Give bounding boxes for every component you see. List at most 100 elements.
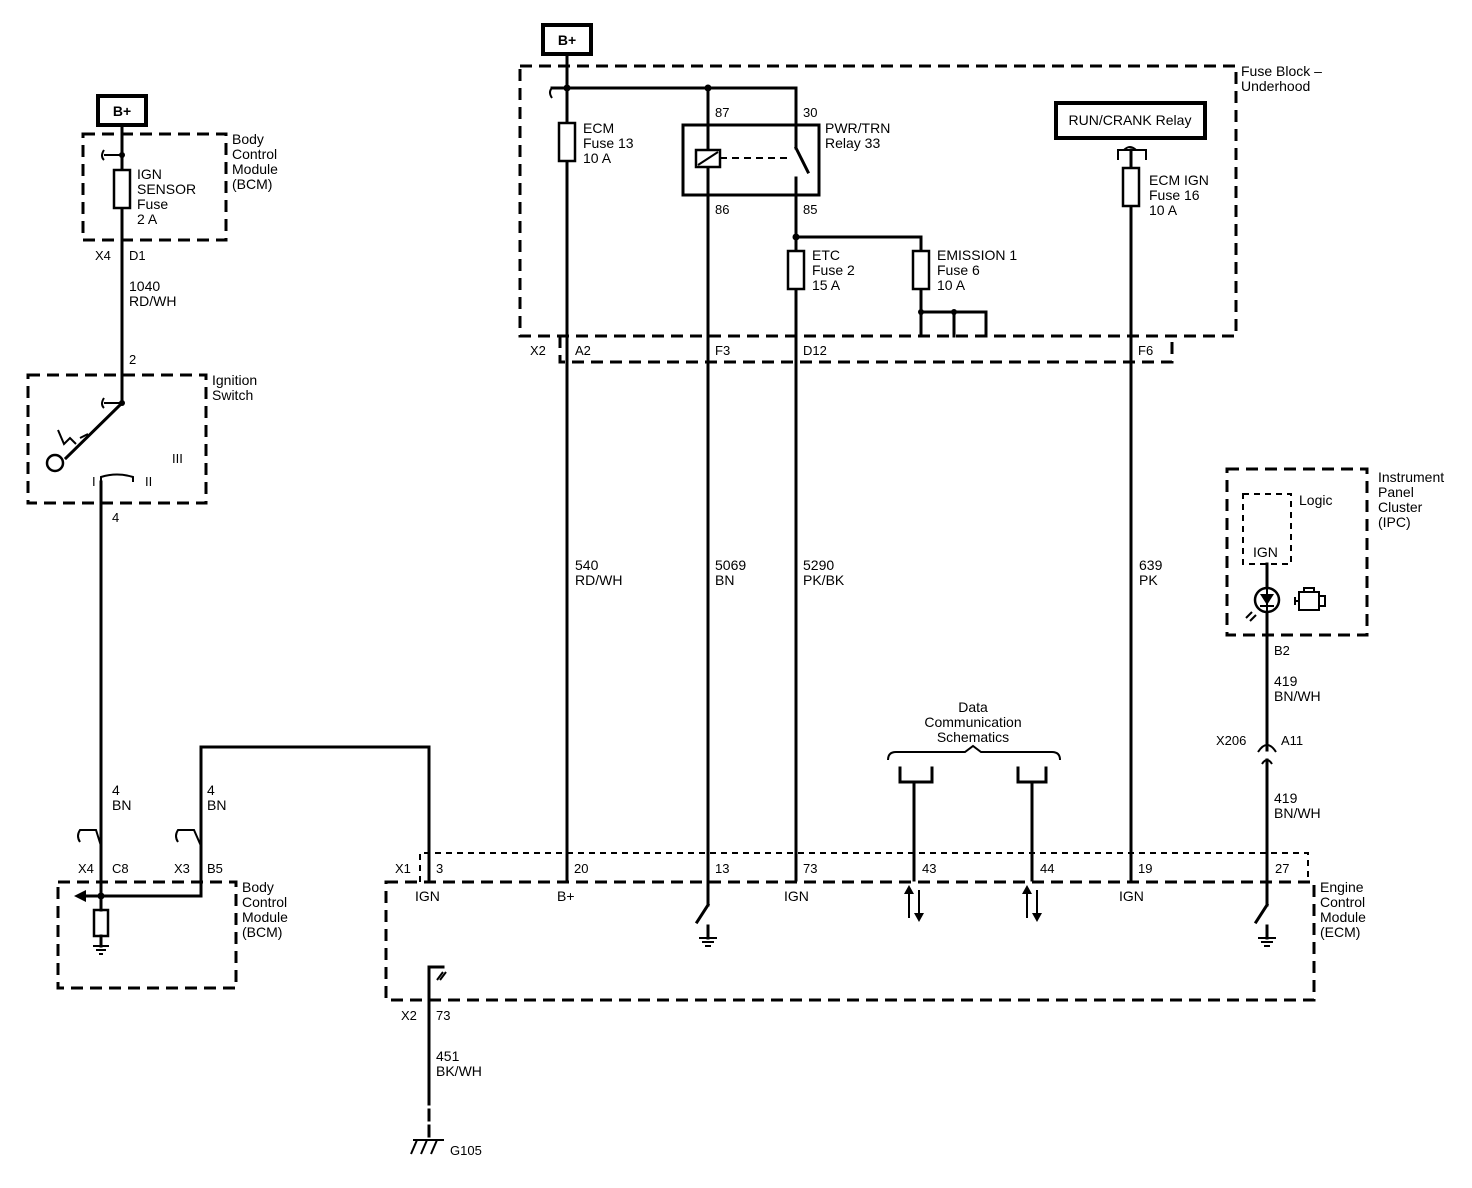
ecm-ign-fuse-name: ECM IGN (1149, 172, 1209, 188)
fuse-block-pin-f6: F6 (1138, 343, 1153, 358)
ecm-pin-43: 43 (922, 861, 936, 876)
fuse-block-underhood: Fuse Block – Underhood ECM Fuse 13 10 A … (518, 63, 1322, 882)
inline-connector-x206 (1257, 744, 1277, 753)
data-communication-reference: Data Communication Schematics (887, 699, 1061, 882)
ipc-ign-label: IGN (1253, 544, 1278, 560)
wire-4b-color: BN (207, 797, 226, 813)
ecm-name-3: Module (1320, 909, 1366, 925)
wire-5069-color: BN (715, 572, 734, 588)
bplus-left-label: B+ (113, 103, 131, 119)
relay-number: Relay 33 (825, 135, 880, 151)
ignition-switch-pin-bottom: 4 (112, 510, 119, 525)
ecm-connector-x2: X2 (401, 1008, 417, 1023)
ecm-fuse-name: ECM (583, 120, 614, 136)
ign-sensor-fuse-line4: 2 A (137, 211, 158, 227)
bcm-top-pin: D1 (129, 248, 146, 263)
fuse-block-name-2: Underhood (1241, 78, 1310, 94)
fuse-block-name-1: Fuse Block – (1241, 63, 1322, 79)
wire-639-color: PK (1139, 572, 1158, 588)
run-crank-relay-label: RUN/CRANK Relay (1069, 112, 1192, 128)
data-arrows-44-icon (1022, 885, 1042, 922)
bcm-top-name-2: Control (232, 146, 277, 162)
etc-fuse-name: ETC (812, 247, 840, 263)
inline-connector-pin: A11 (1281, 733, 1303, 748)
data-comm-line1: Data (958, 699, 988, 715)
ecm-fuse-number: Fuse 13 (583, 135, 634, 151)
ignition-pos-2: II (145, 474, 152, 489)
run-crank-relay-box (1054, 101, 1207, 140)
wire-540-number: 540 (575, 557, 599, 573)
engine-control-module: Engine Control Module (ECM) X1 3 20 13 7… (384, 852, 1366, 1040)
wire-419b-number: 419 (1274, 790, 1298, 806)
fuse-block-pin-d12: D12 (803, 343, 827, 358)
ecm-name-4: (ECM) (1320, 924, 1360, 940)
ecm-name-1: Engine (1320, 879, 1364, 895)
ground-name: G105 (450, 1143, 482, 1158)
wire-419a-number: 419 (1274, 673, 1298, 689)
ecm-label-ign-1: IGN (415, 888, 440, 904)
bcm-top: IGN SENSOR Fuse 2 A Body Control Module … (81, 123, 278, 397)
relay-pin-85: 85 (803, 202, 817, 217)
relay-pin-87: 87 (715, 105, 729, 120)
bcm-top-name-4: (BCM) (232, 176, 272, 192)
emission-fuse-name: EMISSION 1 (937, 247, 1017, 263)
wire-451-color: BK/WH (436, 1063, 482, 1079)
ignition-switch-pin-top: 2 (129, 352, 136, 367)
wire-5290-color: PK/BK (803, 572, 845, 588)
data-arrows-43-icon (904, 885, 924, 922)
ecm-label-ign-3: IGN (1119, 888, 1144, 904)
ipc-name-1: Instrument (1378, 469, 1444, 485)
pwr-trn-relay (681, 123, 821, 197)
ignition-pos-3: III (172, 451, 183, 466)
bcm-bottom-name-3: Module (242, 909, 288, 925)
ecm-fuse-rating: 10 A (583, 150, 612, 166)
bcm-bottom-name-4: (BCM) (242, 924, 282, 940)
ignition-switch: Ignition Switch 2 I II III 4 (26, 352, 257, 525)
bcm-bottom-name-1: Body (242, 879, 274, 895)
ecm-fuse-13 (557, 121, 577, 163)
fuse-block-connector: X2 (530, 343, 546, 358)
bcm-bottom-conn-x3: X3 (174, 861, 190, 876)
etc-fuse-2 (786, 249, 806, 291)
relay-pin-86: 86 (715, 202, 729, 217)
ipc-logic-label: Logic (1299, 492, 1332, 508)
wire-451-number: 451 (436, 1048, 460, 1064)
wire-5069-number: 5069 (715, 557, 746, 573)
ign-sensor-fuse-line2: SENSOR (137, 181, 196, 197)
inline-connector-name: X206 (1216, 733, 1246, 748)
ecm-pin-x2-73: 73 (436, 1008, 450, 1023)
data-comm-line3: Schematics (937, 729, 1009, 745)
check-engine-icon (1294, 587, 1326, 611)
ipc-name-4: (IPC) (1378, 514, 1411, 530)
wire-419b-color: BN/WH (1274, 805, 1321, 821)
fuse-block-pin-a2: A2 (575, 343, 591, 358)
emission-fuse-rating: 10 A (937, 277, 966, 293)
emission-fuse-number: Fuse 6 (937, 262, 980, 278)
wire-4-right (199, 745, 431, 882)
ecm-ign-fuse-rating: 10 A (1149, 202, 1178, 218)
ground-g105-icon (410, 1139, 444, 1155)
relay-name: PWR/TRN (825, 120, 890, 136)
ipc-pin: B2 (1274, 643, 1290, 658)
bcm-top-connector: X4 (95, 248, 111, 263)
ecm-pin-19: 19 (1138, 861, 1152, 876)
ipc-name-3: Cluster (1378, 499, 1423, 515)
wire-4a-number: 4 (112, 782, 120, 798)
fuse-block-pin-f3: F3 (715, 343, 730, 358)
bcm-bottom-conn-x4: X4 (78, 861, 94, 876)
bcm-top-name-1: Body (232, 131, 264, 147)
bcm-top-name-3: Module (232, 161, 278, 177)
ecm-ign-fuse-number: Fuse 16 (1149, 187, 1200, 203)
instrument-panel-cluster: Logic IGN Instrument Panel Cluster (IPC)… (1225, 467, 1444, 752)
bplus-top-label: B+ (558, 32, 576, 48)
emission-fuse-6 (911, 249, 931, 291)
ecm-label-bplus: B+ (557, 888, 575, 904)
relay-pin-30: 30 (803, 105, 817, 120)
wire-1040-color: RD/WH (129, 293, 176, 309)
etc-fuse-number: Fuse 2 (812, 262, 855, 278)
ign-sensor-fuse-line1: IGN (137, 166, 162, 182)
ignition-switch-name-2: Switch (212, 387, 253, 403)
ecm-connector-x1: X1 (395, 861, 411, 876)
bcm-bottom-pin-b5: B5 (207, 861, 223, 876)
ecm-name-2: Control (1320, 894, 1365, 910)
